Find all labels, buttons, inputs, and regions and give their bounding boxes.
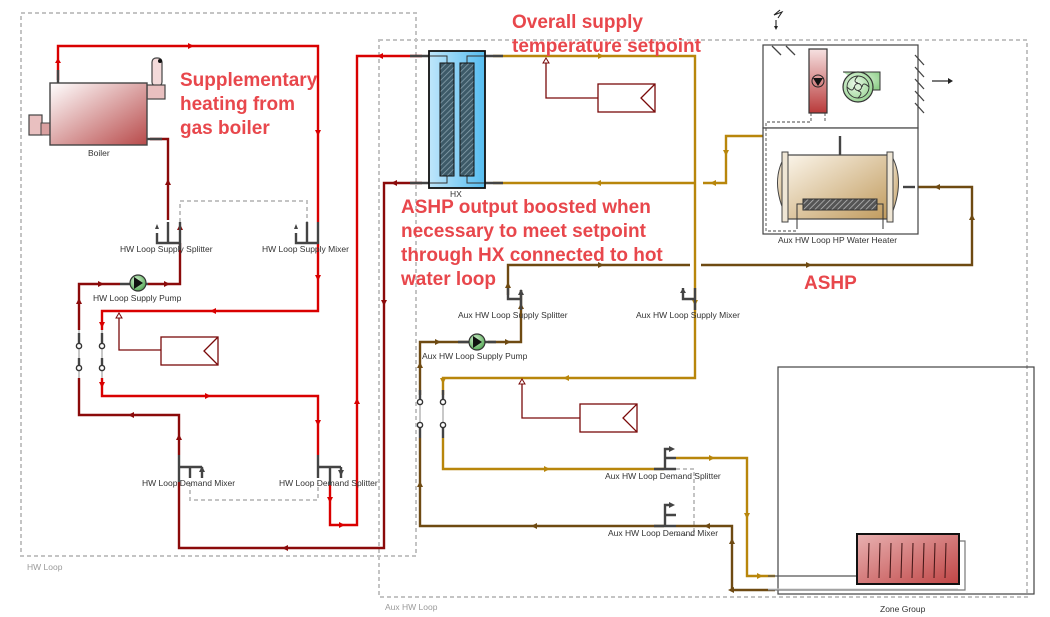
aux-pump-inlet-pipe[interactable]: [418, 340, 468, 395]
svg-text:through HX connected to hot: through HX connected to hot: [401, 245, 663, 266]
hw-demand-mixer[interactable]: HW Loop Demand Mixer: [142, 455, 235, 488]
hw-demand-splitter-label: HW Loop Demand Splitter: [279, 478, 378, 488]
hw-return-flow-arrows: [76, 179, 397, 551]
aux-supply-mixer[interactable]: Aux HW Loop Supply Mixer: [636, 288, 740, 320]
hw-supply-mixer[interactable]: HW Loop Supply Mixer: [262, 222, 349, 254]
hw-supply-pump-label: HW Loop Supply Pump: [93, 293, 182, 303]
hx-label: HX: [450, 189, 462, 199]
zone-group-box[interactable]: [777, 366, 1035, 595]
boiler-body: [49, 82, 148, 146]
hw-demand-branch-link: [189, 483, 319, 501]
hw-demand-splitter[interactable]: HW Loop Demand Splitter: [279, 455, 378, 488]
hw-supply-splitter-label: HW Loop Supply Splitter: [120, 244, 213, 254]
svg-text:ASHP output boosted when: ASHP output boosted when: [401, 197, 651, 218]
ashp-air-section: [762, 44, 919, 129]
hw-demand-mixer-label: HW Loop Demand Mixer: [142, 478, 235, 488]
hw-supply-pump[interactable]: HW Loop Supply Pump: [93, 274, 182, 303]
radiator-icon: [856, 533, 960, 585]
zone-group-label: Zone Group: [880, 604, 926, 614]
hw-flow-arrows: [55, 43, 383, 528]
hw-hx-supply-pipe[interactable]: [328, 54, 422, 527]
svg-text:gas boiler: gas boiler: [180, 118, 270, 139]
hx-body: [428, 50, 486, 189]
aux-loop-nodes[interactable]: [416, 390, 447, 438]
hw-loop-nodes[interactable]: [75, 330, 106, 378]
hw-demand-inlet-pipe[interactable]: [100, 378, 320, 455]
svg-text:Supplementary: Supplementary: [180, 70, 318, 91]
aux-demand-branch-link: [676, 468, 695, 536]
boiler-annotation: Supplementary heating from gas boiler: [180, 70, 318, 139]
aux-supply-pump-label: Aux HW Loop Supply Pump: [422, 351, 528, 361]
aux-supply-pump[interactable]: Aux HW Loop Supply Pump: [422, 333, 528, 361]
air-outlet-louver-icon: [914, 54, 925, 114]
hw-loop-group-box[interactable]: [20, 12, 417, 557]
heating-element-icon: [802, 198, 878, 211]
zone-radiator[interactable]: [768, 533, 966, 591]
svg-text:Overall supply: Overall supply: [512, 12, 643, 33]
aux-setpoint-manager[interactable]: [518, 378, 638, 433]
aux-demand-splitter[interactable]: Aux HW Loop Demand Splitter: [605, 446, 721, 481]
heat-exchanger[interactable]: HX: [410, 50, 503, 199]
hw-pump-outlet-pipe[interactable]: [148, 243, 182, 286]
aux-supply-mixer-label: Aux HW Loop Supply Mixer: [636, 310, 740, 320]
hp-water-heater-label: Aux HW Loop HP Water Heater: [778, 235, 897, 245]
svg-text:temperature setpoint: temperature setpoint: [512, 36, 702, 57]
aux-hx-setpoint-manager[interactable]: [542, 57, 656, 113]
hw-demand-outlet-pipe[interactable]: [77, 378, 181, 455]
aux-supply-splitter-label: Aux HW Loop Supply Splitter: [458, 310, 568, 320]
hw-supply-splitter[interactable]: HW Loop Supply Splitter: [120, 222, 213, 254]
air-inlet-louver-icon: [771, 45, 796, 56]
setpoint-annotation: Overall supply temperature setpoint: [512, 12, 702, 57]
svg-text:water loop: water loop: [400, 269, 496, 290]
aux-supply-splitter[interactable]: Aux HW Loop Supply Splitter: [458, 288, 568, 320]
svg-text:necessary to meet setpoint: necessary to meet setpoint: [401, 221, 647, 242]
aux-hw-loop-group-box[interactable]: [378, 39, 1028, 598]
hw-supply-mixer-label: HW Loop Supply Mixer: [262, 244, 349, 254]
svg-text:heating from: heating from: [180, 94, 295, 115]
aux-demand-splitter-label: Aux HW Loop Demand Splitter: [605, 471, 721, 481]
aux-demand-outlet-pipe[interactable]: [418, 438, 664, 528]
hw-setpoint-manager[interactable]: [115, 312, 219, 366]
aux-demand-inlet-pipe[interactable]: [441, 438, 664, 471]
boiler-label: Boiler: [88, 148, 110, 158]
hw-supply-branch-link: [179, 200, 308, 250]
aux-hp-supply-pipe[interactable]: [506, 263, 690, 295]
hw-pump-inlet-pipe[interactable]: [77, 282, 120, 330]
aux-demand-mixer-label: Aux HW Loop Demand Mixer: [608, 528, 718, 538]
ashp-unit[interactable]: Aux HW Loop HP Water Heater: [762, 9, 953, 245]
aux-return-flow-arrows: [417, 184, 975, 593]
ashp-annotation: ASHP: [804, 273, 857, 294]
hw-boiler-inlet-pipe[interactable]: [150, 137, 170, 220]
aux-demand-mixer[interactable]: Aux HW Loop Demand Mixer: [608, 502, 718, 538]
boiler[interactable]: Boiler: [28, 57, 166, 158]
outdoor-air-node-icon: [773, 9, 784, 28]
aux-hw-loop-group-label: Aux HW Loop: [385, 602, 438, 612]
hw-loop-group-label: HW Loop: [27, 562, 63, 572]
hx-annotation: ASHP output boosted when necessary to me…: [400, 197, 663, 290]
